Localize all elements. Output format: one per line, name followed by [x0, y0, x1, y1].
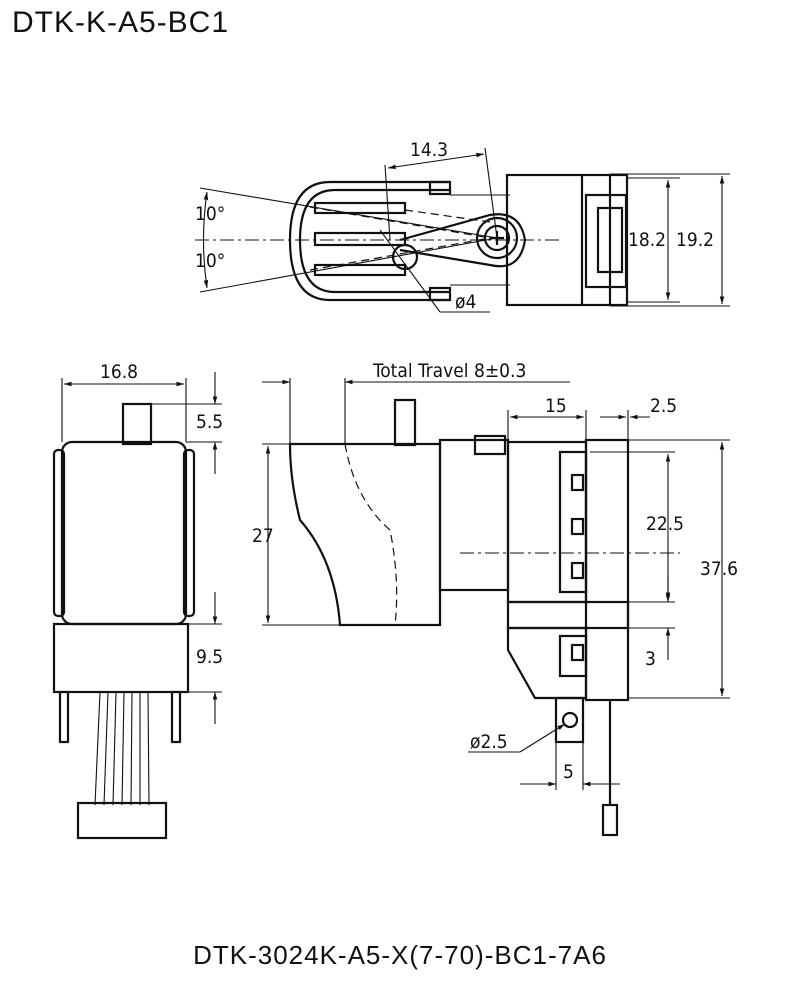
drawing-title: DTK-K-A5-BC1 — [12, 6, 230, 39]
mount-hole-diameter-label: ø2.5 — [470, 731, 508, 753]
total-travel-label: Total Travel 8±0.3 — [372, 360, 526, 382]
base-dimension: 9.5 — [196, 646, 223, 668]
angle-upper-label: 10° — [195, 203, 225, 225]
trigger-height-dimension: 27 — [252, 525, 274, 547]
pivot-dimension: 14.3 — [410, 139, 448, 161]
terminal-offset-dimension: 2.5 — [650, 395, 677, 417]
shaft-dimension: 5.5 — [196, 411, 223, 433]
front-view: Total Travel 8±0.3 27 15 2.5 22.5 37.6 3… — [252, 360, 738, 837]
side-view: 16.8 5.5 9.5 — [52, 361, 223, 840]
total-height-dimension: 37.6 — [700, 558, 738, 580]
top-view: 10° 10° 14.3 ø4 18.2 19.2 — [195, 139, 730, 313]
angle-lower-label: 10° — [195, 250, 225, 272]
width-dimension: 16.8 — [100, 361, 138, 383]
model-number: DTK-3024K-A5-X(7-70)-BC1-7A6 — [193, 940, 607, 970]
body-width-dimension: 15 — [545, 395, 567, 417]
terminal-span-dimension: 22.5 — [646, 513, 684, 535]
hole-diameter-label: ø4 — [455, 291, 476, 313]
tab-dimension: 5 — [563, 761, 574, 783]
lower-dimension: 3 — [645, 648, 656, 670]
outer-height-dimension: 19.2 — [676, 229, 714, 251]
inner-height-dimension: 18.2 — [628, 229, 666, 251]
